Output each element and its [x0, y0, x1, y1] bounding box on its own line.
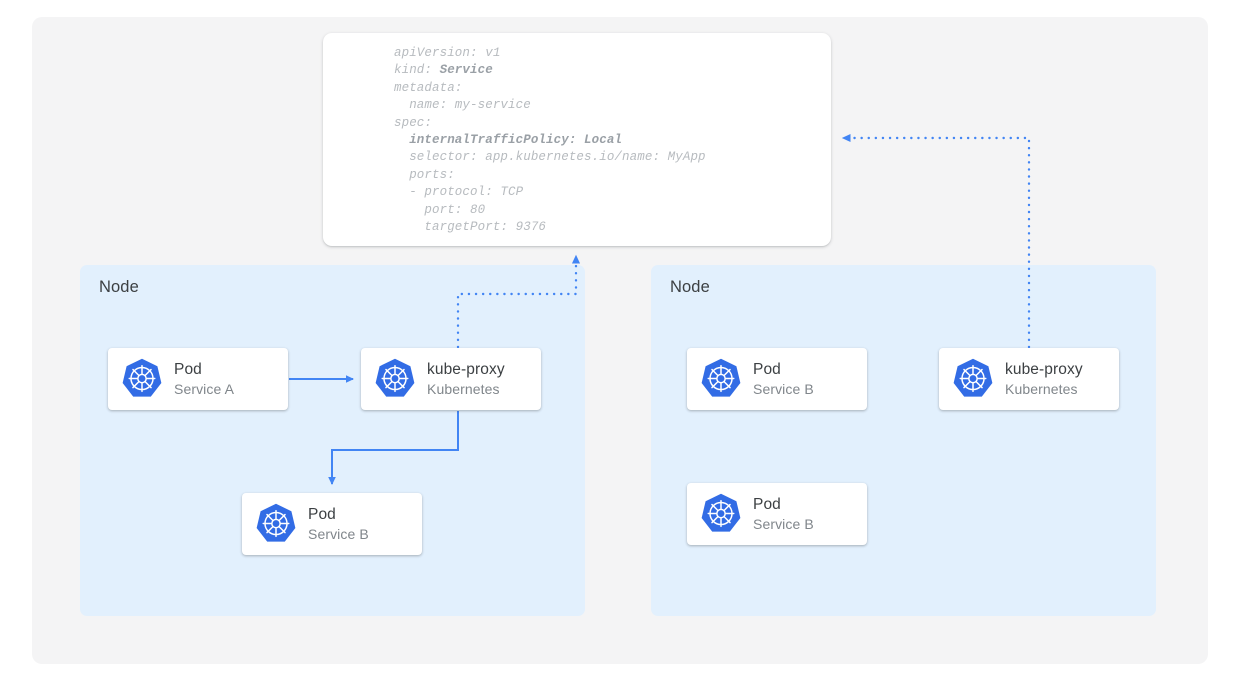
service-manifest-code: apiVersion: v1 kind: Service metadata: n…: [394, 46, 706, 235]
entity-title: kube-proxy: [427, 360, 505, 378]
entity-text: Pod Service B: [308, 506, 369, 543]
service-manifest-card: apiVersion: v1 kind: Service metadata: n…: [323, 33, 831, 246]
entity-title: Pod: [174, 360, 202, 378]
entity-pod-service-b-right-bottom[interactable]: Pod Service B: [687, 483, 867, 545]
entity-subtitle: Service B: [753, 381, 814, 398]
entity-title: Pod: [753, 495, 781, 513]
entity-kube-proxy-left[interactable]: kube-proxy Kubernetes: [361, 348, 541, 410]
kubernetes-logo-icon: [701, 493, 741, 532]
entity-pod-service-a[interactable]: Pod Service A: [108, 348, 288, 410]
entity-text: Pod Service B: [753, 496, 814, 533]
entity-subtitle: Service B: [308, 526, 369, 543]
kubernetes-logo-icon: [375, 358, 415, 397]
entity-text: Pod Service A: [174, 361, 234, 398]
kubernetes-logo-icon: [701, 358, 741, 397]
kubernetes-logo-icon: [256, 503, 296, 542]
node-label-right: Node: [670, 278, 710, 296]
entity-subtitle: Kubernetes: [1005, 381, 1078, 398]
node-label-left: Node: [99, 278, 139, 296]
entity-title: Pod: [308, 505, 336, 523]
entity-text: kube-proxy Kubernetes: [1005, 361, 1083, 398]
kubernetes-logo-icon: [953, 358, 993, 397]
entity-pod-service-b-left[interactable]: Pod Service B: [242, 493, 422, 555]
entity-subtitle: Service A: [174, 381, 235, 398]
entity-kube-proxy-right[interactable]: kube-proxy Kubernetes: [939, 348, 1119, 410]
entity-text: kube-proxy Kubernetes: [427, 361, 505, 398]
node-panel-right: Node: [651, 265, 1156, 616]
entity-pod-service-b-right-top[interactable]: Pod Service B: [687, 348, 867, 410]
entity-title: kube-proxy: [1005, 360, 1083, 378]
node-panel-left: Node: [80, 265, 585, 616]
entity-text: Pod Service B: [753, 361, 814, 398]
entity-title: Pod: [753, 360, 781, 378]
entity-subtitle: Service B: [753, 516, 814, 533]
entity-subtitle: Kubernetes: [427, 381, 500, 398]
kubernetes-logo-icon: [122, 358, 162, 397]
